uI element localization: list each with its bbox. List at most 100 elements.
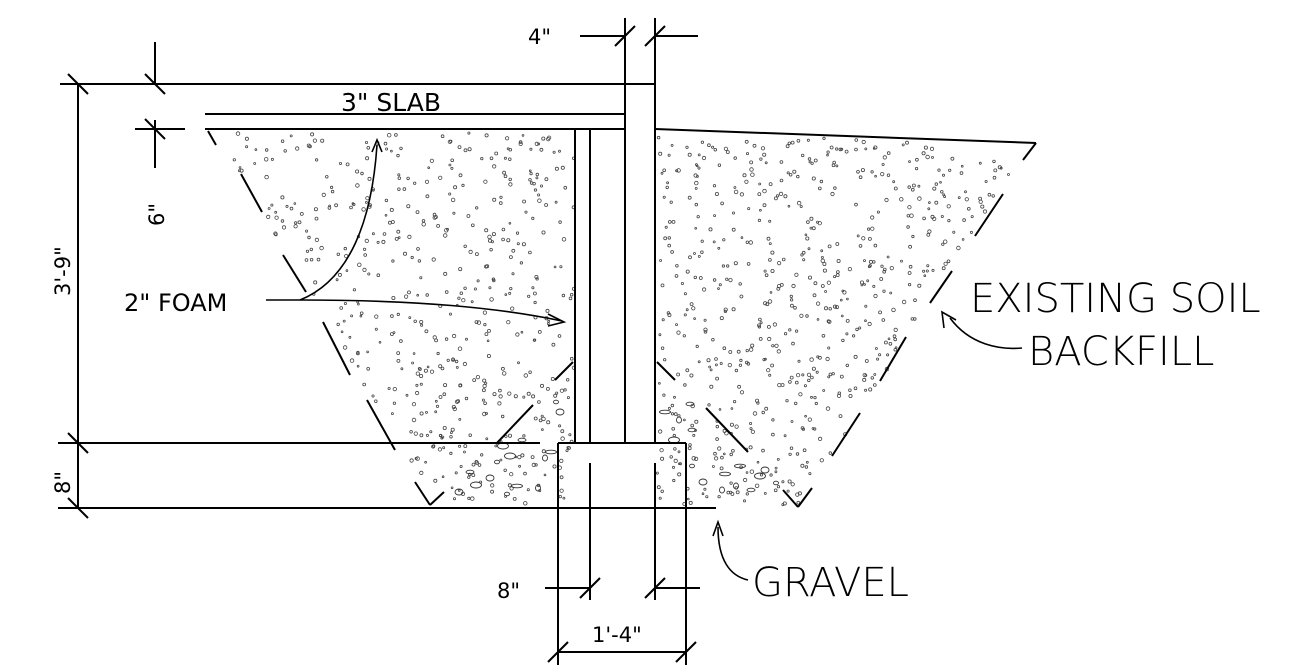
stipple-dot [320,138,325,143]
stipple-dot [417,259,422,263]
stipple-dot [931,268,935,272]
stipple-dot [781,480,785,484]
stipple-dot [660,456,665,461]
stipple-dot [499,458,503,462]
stipple-dot [839,374,844,379]
stipple-dot [854,138,859,142]
stipple-dot [711,338,715,342]
stipple-dot [906,214,910,218]
stipple-dot [502,371,507,376]
stipple-dot [512,496,517,501]
stipple-dot [658,333,662,337]
stipple-dot [717,163,722,167]
stipple-dot [541,230,546,235]
stipple-dot [872,383,877,387]
stipple-dot [697,360,701,364]
stipple-dot [559,488,564,493]
stipple-dot [820,258,825,263]
stipple-dot [253,162,257,165]
stipple-dot [675,323,678,327]
stipple-dot [374,399,378,403]
stipple-dot [759,321,763,325]
stipple-dot [406,204,411,209]
stipple-dot [940,190,944,194]
stipple-dot [376,240,380,244]
stipple-dot [845,318,850,323]
stipple-dot [881,162,885,166]
stipple-dot [551,342,556,347]
stipple-dot [559,458,564,463]
stipple-dot [863,283,866,286]
stipple-dot [345,162,350,167]
stipple-dot [363,253,368,257]
stipple-dot [443,271,448,276]
stipple-dot [309,247,313,252]
stipple-dot [715,437,719,441]
stipple-dot [950,156,955,161]
stipple-dot [697,153,701,157]
stipple-dot [868,236,872,241]
stipple-dot [848,393,853,398]
stipple-dot [344,254,349,259]
stipple-dot [497,401,502,406]
stipple-dot [518,141,523,146]
stipple-dot [451,357,456,362]
stipple-dot [454,359,459,364]
stipple-dot [696,215,700,219]
stipple-dot [908,264,913,269]
stipple-dot [367,272,371,276]
stipple-dot [907,185,911,189]
stipple-dot [676,330,681,335]
gravel-pebble [698,478,708,486]
stipple-dot [794,272,799,277]
stipple-dot [457,145,462,150]
stipple-dot [517,454,522,460]
stipple-dot [982,209,988,214]
stipple-dot [670,250,674,254]
stipple-dot [770,250,775,255]
stipple-dot [438,175,443,180]
stipple-dot [821,255,824,259]
stipple-dot [744,179,749,184]
stipple-dot [892,334,897,339]
foam-label: 2" FOAM [124,289,227,317]
stipple-dot [709,368,713,372]
stipple-dot [232,158,236,162]
stipple-dot [403,294,409,299]
stipple-dot [330,189,335,194]
stipple-dot [507,433,512,438]
stipple-dot [515,231,520,235]
stipple-dot [934,200,939,205]
stipple-dot [786,171,790,175]
stipple-dot [794,329,799,333]
stipple-dot [723,146,729,151]
stipple-dot [436,351,440,356]
stipple-dot [867,321,872,327]
stipple-dot [829,145,834,150]
stipple-dot [787,204,791,208]
stipple-dot [687,152,692,157]
stipple-dot [299,211,304,216]
stipple-dot [518,140,523,144]
stipple-dot [794,380,799,385]
stipple-dot [470,496,475,501]
stipple-dot [714,357,718,361]
stipple-dot [504,434,508,438]
stipple-dot [365,196,370,201]
stipple-dot [420,323,424,327]
stipple-dot [738,282,742,286]
stipple-dot [805,236,810,241]
stipple-dot [421,219,426,223]
stipple-dot [544,177,549,182]
stipple-dot [534,463,538,467]
stipple-dot [267,207,271,210]
stipple-dot [552,150,556,154]
stipple-dot [508,177,512,182]
stipple-dot [911,234,915,239]
stipple-dot [364,140,368,144]
stipple-dot [687,446,692,451]
stipple-dot [467,496,471,500]
stipple-dot [901,299,907,305]
stipple-dot [535,172,539,177]
stipple-dot [836,393,842,398]
